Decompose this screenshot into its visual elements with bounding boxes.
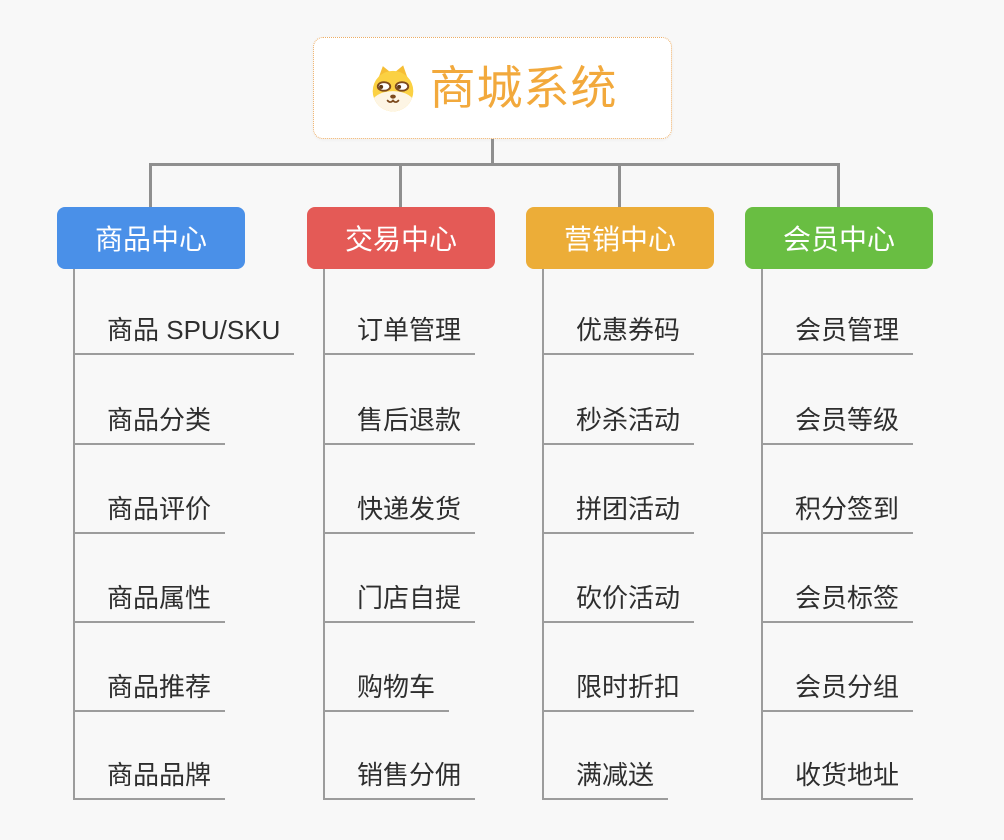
tree-node-item[interactable]: 秒杀活动 — [542, 403, 695, 445]
branch-header-member[interactable]: 会员中心 — [745, 207, 933, 269]
root-title: 商城系统 — [429, 62, 618, 114]
tree-node-item[interactable]: 商品属性 — [73, 581, 226, 623]
connector-bus — [149, 163, 840, 166]
tree-node-item[interactable]: 会员管理 — [761, 313, 914, 355]
tree-node-item[interactable]: 收货地址 — [761, 758, 914, 800]
tree-node-item[interactable]: 购物车 — [323, 670, 450, 712]
tree-node-item[interactable]: 会员分组 — [761, 670, 914, 712]
tree-node-item[interactable]: 商品 SPU/SKU — [73, 313, 295, 355]
branch-connector-line — [323, 269, 325, 800]
tree-node-item[interactable]: 售后退款 — [323, 403, 476, 445]
connector-stem — [491, 139, 494, 164]
branch-connector-line — [761, 269, 763, 800]
dog-face-icon — [372, 65, 413, 112]
tree-node-item[interactable]: 商品推荐 — [73, 670, 226, 712]
tree-node-item[interactable]: 商品分类 — [73, 403, 226, 445]
branch-connector-line — [73, 269, 75, 800]
branch-header-trade[interactable]: 交易中心 — [307, 207, 495, 269]
branch-connector-line — [542, 269, 544, 800]
branch-header-goods[interactable]: 商品中心 — [57, 207, 245, 269]
tree-node-item[interactable]: 满减送 — [542, 758, 669, 800]
tree-node-item[interactable]: 订单管理 — [323, 313, 476, 355]
tree-node-item[interactable]: 会员等级 — [761, 403, 914, 445]
branch-header-label: 会员中心 — [782, 224, 895, 255]
tree-node-item[interactable]: 商品品牌 — [73, 758, 226, 800]
tree-node-item[interactable]: 快递发货 — [323, 492, 476, 534]
tree-node-item[interactable]: 销售分佣 — [323, 758, 476, 800]
tree-node-item[interactable]: 砍价活动 — [542, 581, 695, 623]
connector-drop — [399, 164, 402, 208]
tree-node-item[interactable]: 门店自提 — [323, 581, 476, 623]
tree-node-item[interactable]: 积分签到 — [761, 492, 914, 534]
root-node[interactable]: 商城系统 — [313, 37, 672, 139]
connector-drop — [618, 164, 621, 208]
tree-node-item[interactable]: 拼团活动 — [542, 492, 695, 534]
connector-drop — [837, 164, 840, 208]
tree-node-item[interactable]: 限时折扣 — [542, 670, 695, 712]
connector-drop — [149, 164, 152, 208]
tree-node-item[interactable]: 优惠券码 — [542, 313, 695, 355]
tree-node-item[interactable]: 商品评价 — [73, 492, 226, 534]
branch-header-label: 商品中心 — [94, 224, 207, 255]
tree-node-item[interactable]: 会员标签 — [761, 581, 914, 623]
branch-header-marketing[interactable]: 营销中心 — [526, 207, 714, 269]
branch-header-label: 交易中心 — [344, 224, 457, 255]
branch-header-label: 营销中心 — [563, 224, 676, 255]
